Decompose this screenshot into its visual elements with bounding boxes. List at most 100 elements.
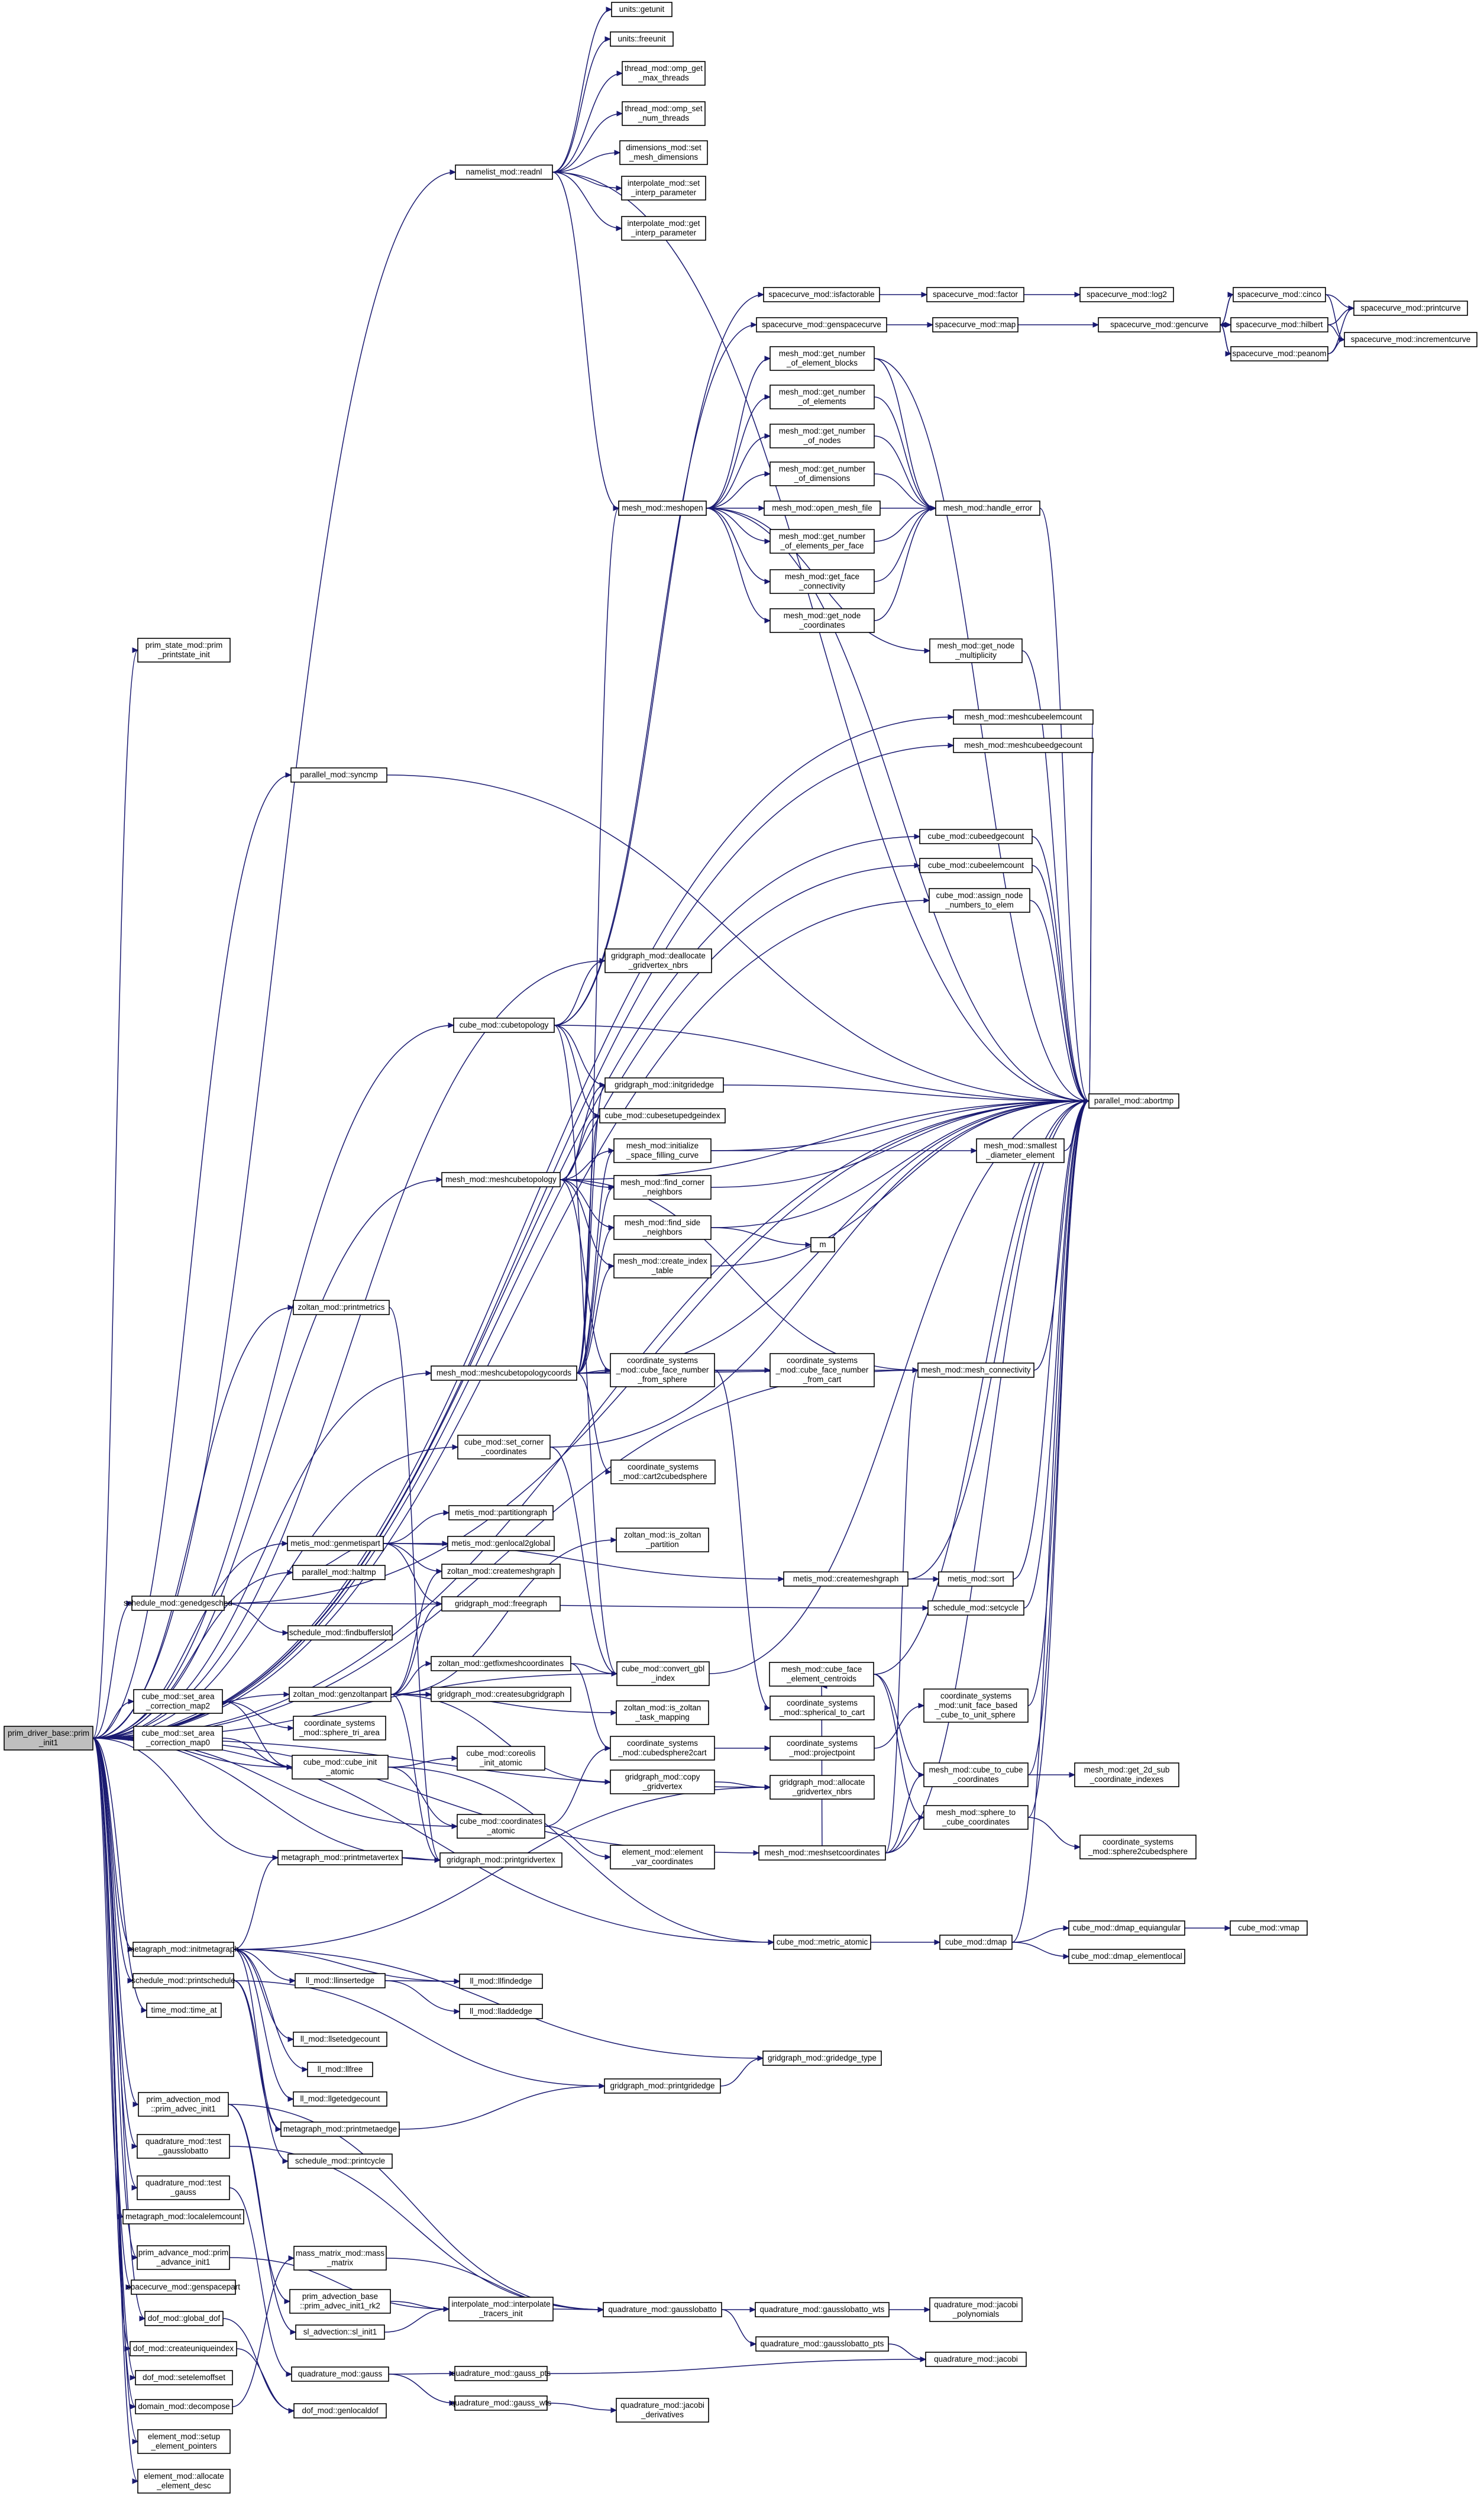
node-test_gausslobatto[interactable]: quadrature_mod::test_gausslobatto <box>137 2134 230 2159</box>
node-assign_node[interactable]: cube_mod::assign_node_numbers_to_elem <box>929 888 1030 913</box>
node-meshopen[interactable]: mesh_mod::meshopen <box>618 501 707 516</box>
node-open_mesh_file[interactable]: mesh_mod::open_mesh_file <box>764 501 881 516</box>
node-unit_face[interactable]: coordinate_systems_mod::unit_face_based_… <box>923 1688 1029 1723</box>
node-gausslobatto[interactable]: quadrature_mod::gausslobatto <box>603 2302 722 2317</box>
node-dealloc_gv[interactable]: gridgraph_mod::deallocate_gridvertex_nbr… <box>604 948 712 973</box>
node-omp_set_num[interactable]: thread_mod::omp_set_num_threads <box>622 101 706 126</box>
node-root[interactable]: prim_driver_base::prim_init1 <box>4 1726 93 1751</box>
node-find_side[interactable]: mesh_mod::find_side_neighbors <box>613 1215 712 1240</box>
node-find_corner[interactable]: mesh_mod::find_corner_neighbors <box>613 1175 712 1200</box>
node-time_at[interactable]: time_mod::time_at <box>146 2003 222 2018</box>
node-createuniqueindex[interactable]: dof_mod::createuniqueindex <box>130 2341 237 2356</box>
node-printgridedge[interactable]: gridgraph_mod::printgridedge <box>604 2078 721 2094</box>
node-incrementcurve[interactable]: spacecurve_mod::incrementcurve <box>1344 332 1477 347</box>
node-global_dof[interactable]: dof_mod::global_dof <box>144 2311 224 2326</box>
node-genspacepart[interactable]: spacecurve_mod::genspacepart <box>127 2279 240 2295</box>
node-alloc_gv[interactable]: gridgraph_mod::allocate_gridvertex_nbrs <box>770 1775 875 1800</box>
node-gausslobatto_pts[interactable]: quadrature_mod::gausslobatto_pts <box>755 2336 889 2352</box>
node-prim_advec_init1[interactable]: prim_advection_mod::prim_advec_init1 <box>138 2092 229 2117</box>
node-dmap_elem[interactable]: cube_mod::dmap_elementlocal <box>1068 1949 1185 1964</box>
node-spherical_to_cart[interactable]: coordinate_systems_mod::spherical_to_car… <box>770 1696 875 1720</box>
node-prim_printstate[interactable]: prim_state_mod::prim_printstate_init <box>137 638 231 663</box>
node-set_mesh_dim[interactable]: dimensions_mod::set_mesh_dimensions <box>619 140 708 165</box>
node-dmap[interactable]: cube_mod::dmap <box>939 1935 1013 1950</box>
node-syncmp[interactable]: parallel_mod::syncmp <box>290 767 387 783</box>
node-vmap[interactable]: cube_mod::vmap <box>1230 1920 1308 1936</box>
node-set_area_map0[interactable]: cube_mod::set_area_correction_map0 <box>133 1726 223 1751</box>
node-map[interactable]: spacecurve_mod::map <box>932 317 1019 332</box>
node-cubeelemcount[interactable]: cube_mod::cubeelemcount <box>919 858 1033 873</box>
node-sl_init1[interactable]: sl_advection::sl_init1 <box>295 2324 385 2340</box>
node-set_area_map2[interactable]: cube_mod::set_area_correction_map2 <box>133 1689 223 1714</box>
node-set_corner[interactable]: cube_mod::set_corner_coordinates <box>457 1435 551 1460</box>
node-localelemcount[interactable]: metagraph_mod::localelemcount <box>122 2209 244 2224</box>
node-get_node_coords[interactable]: mesh_mod::get_node_coordinates <box>770 608 875 633</box>
node-get_node_mult[interactable]: mesh_mod::get_node_multiplicity <box>929 638 1023 663</box>
node-factor[interactable]: spacecurve_mod::factor <box>926 287 1024 302</box>
node-prim_advance_init1[interactable]: prim_advance_mod::prim_advance_init1 <box>137 2245 230 2270</box>
node-peanom[interactable]: spacecurve_mod::peanom <box>1230 346 1328 361</box>
node-sphere_tri_area[interactable]: coordinate_systems_mod::sphere_tri_area <box>293 1716 386 1741</box>
node-jacobi_poly[interactable]: quadrature_mod::jacobi_polynomials <box>929 2297 1023 2322</box>
node-meshcubeelemcount[interactable]: mesh_mod::meshcubeelemcount <box>953 709 1094 725</box>
node-cinco[interactable]: spacecurve_mod::cinco <box>1233 287 1326 302</box>
node-llsetedgecount[interactable]: ll_mod::llsetedgecount <box>293 2032 387 2047</box>
node-gausslobatto_wts[interactable]: quadrature_mod::gausslobatto_wts <box>755 2302 890 2317</box>
node-printmetavertex[interactable]: metagraph_mod::printmetavertex <box>277 1850 403 1865</box>
node-printmetaedge[interactable]: metagraph_mod::printmetaedge <box>280 2122 400 2137</box>
node-meshsetcoordinates[interactable]: mesh_mod::meshsetcoordinates <box>758 1845 886 1861</box>
node-is_zoltan_task[interactable]: zoltan_mod::is_zoltan_task_mapping <box>616 1700 709 1725</box>
node-get_num_epf[interactable]: mesh_mod::get_number_of_elements_per_fac… <box>770 529 875 554</box>
node-getunit[interactable]: units::getunit <box>611 2 673 17</box>
node-cfn_sphere[interactable]: coordinate_systems_mod::cube_face_number… <box>610 1353 715 1387</box>
node-readnl[interactable]: namelist_mod::readnl <box>455 164 553 180</box>
node-genspacecurve[interactable]: spacecurve_mod::genspacecurve <box>756 317 887 332</box>
node-gauss[interactable]: quadrature_mod::gauss <box>291 2366 389 2382</box>
node-freeunit[interactable]: units::freeunit <box>610 31 674 47</box>
node-genedgesched[interactable]: schedule_mod::genedgesched <box>124 1596 232 1611</box>
node-interp_tracers[interactable]: interpolate_mod::interpolate_tracers_ini… <box>448 2297 554 2321</box>
node-get_num_blocks[interactable]: mesh_mod::get_number_of_element_blocks <box>770 346 875 371</box>
node-initgridedge[interactable]: gridgraph_mod::initgridedge <box>604 1077 724 1093</box>
node-meshcubetopologycoords[interactable]: mesh_mod::meshcubetopologycoords <box>431 1365 577 1381</box>
node-sphere2cubedsphere[interactable]: coordinate_systems_mod::sphere2cubedsphe… <box>1079 1835 1197 1859</box>
node-init_sfc[interactable]: mesh_mod::initialize_space_filling_curve <box>613 1138 712 1163</box>
node-cube_to_cube[interactable]: mesh_mod::cube_to_cube_coordinates <box>923 1762 1029 1787</box>
node-setcycle[interactable]: schedule_mod::setcycle <box>927 1600 1024 1616</box>
node-copy_gv[interactable]: gridgraph_mod::copy_gridvertex <box>610 1770 715 1794</box>
node-setelemoffset[interactable]: dof_mod::setelemoffset <box>135 2370 233 2385</box>
node-gridedge_type[interactable]: gridgraph_mod::gridedge_type <box>762 2051 882 2066</box>
node-cubeedgecount[interactable]: cube_mod::cubeedgecount <box>919 829 1033 844</box>
node-smallest_diam[interactable]: mesh_mod::smallest_diameter_element <box>976 1138 1065 1163</box>
node-handle_error[interactable]: mesh_mod::handle_error <box>935 501 1040 516</box>
node-is_zoltan_partition[interactable]: zoltan_mod::is_zoltan_partition <box>616 1528 709 1552</box>
node-genmetispart[interactable]: metis_mod::genmetispart <box>287 1536 384 1551</box>
node-genlocal2global[interactable]: metis_mod::genlocal2global <box>447 1536 555 1551</box>
node-coreolis[interactable]: cube_mod::coreolis_init_atomic <box>457 1746 545 1771</box>
node-get_num_dims[interactable]: mesh_mod::get_number_of_dimensions <box>770 461 875 486</box>
node-jacobi_deriv[interactable]: quadrature_mod::jacobi_derivatives <box>616 2398 709 2423</box>
node-freegraph[interactable]: gridgraph_mod::freegraph <box>441 1596 561 1612</box>
node-printgridvertex[interactable]: gridgraph_mod::printgridvertex <box>439 1852 562 1868</box>
node-sphere_to_cube[interactable]: mesh_mod::sphere_to_cube_coordinates <box>923 1805 1029 1830</box>
node-log2[interactable]: spacecurve_mod::log2 <box>1079 287 1174 302</box>
node-cubetopology[interactable]: cube_mod::cubetopology <box>453 1018 555 1033</box>
node-element_var_coords[interactable]: element_mod::element_var_coordinates <box>610 1845 715 1869</box>
node-get_num_elem[interactable]: mesh_mod::get_number_of_elements <box>770 385 875 409</box>
node-llfindedge[interactable]: ll_mod::llfindedge <box>459 1974 543 1989</box>
node-haltmp[interactable]: parallel_mod::haltmp <box>292 1565 386 1580</box>
node-omp_get_max[interactable]: thread_mod::omp_get_max_threads <box>622 61 706 86</box>
node-printmetrics[interactable]: zoltan_mod::printmetrics <box>293 1300 390 1315</box>
node-prim_advec_init1_rk2[interactable]: prim_advection_base::prim_advec_init1_rk… <box>289 2289 391 2314</box>
node-genzoltanpart[interactable]: zoltan_mod::genzoltanpart <box>289 1687 392 1702</box>
node-cfn_cart[interactable]: coordinate_systems_mod::cube_face_number… <box>770 1353 875 1387</box>
node-test_gauss[interactable]: quadrature_mod::test_gauss <box>137 2175 230 2200</box>
node-metric_atomic[interactable]: cube_mod::metric_atomic <box>773 1935 871 1950</box>
node-meshcubeedgecount[interactable]: mesh_mod::meshcubeedgecount <box>953 738 1094 753</box>
node-llgetedgecount[interactable]: ll_mod::llgetedgecount <box>293 2091 387 2107</box>
node-get_num_nodes[interactable]: mesh_mod::get_number_of_nodes <box>770 424 875 448</box>
node-getfixmesh[interactable]: zoltan_mod::getfixmeshcoordinates <box>431 1656 571 1671</box>
node-setup_elem_ptr[interactable]: element_mod::setup_element_pointers <box>137 2429 231 2454</box>
node-printschedule[interactable]: schedule_mod::printschedule <box>131 1973 235 1988</box>
node-findbufferslot[interactable]: schedule_mod::findbufferslot <box>287 1625 393 1641</box>
